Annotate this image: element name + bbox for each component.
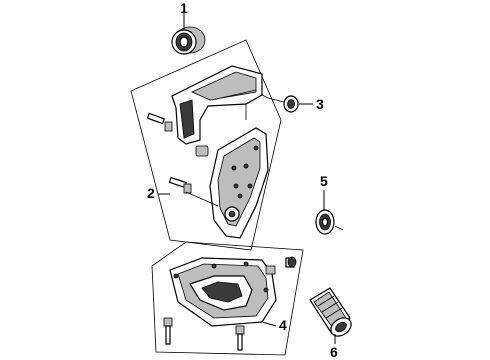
callout-3: 3: [316, 96, 324, 112]
oil-pan: [169, 257, 277, 327]
dowel-pin: [195, 145, 209, 157]
bolt-b-axis: [185, 191, 219, 207]
pan-bolt-b: [235, 325, 245, 351]
callout-6: 6: [330, 344, 338, 360]
group-4-outline: [151, 241, 304, 356]
part-5-seal: [315, 209, 335, 235]
part-1-seal: [171, 22, 206, 55]
pan-bolt-a: [163, 317, 173, 345]
callout-2: 2: [147, 185, 155, 201]
group-2-outline: [130, 39, 282, 251]
callout-1: 1: [180, 0, 188, 16]
oil-pump-body: [171, 65, 269, 145]
bolt-a: [146, 112, 173, 132]
bolt-b: [168, 176, 192, 194]
part-6-oil-filter: [309, 287, 352, 337]
leader-4: [261, 321, 277, 327]
part-3-seal: [283, 95, 299, 113]
callout-4: 4: [279, 317, 287, 333]
drain-plug: [265, 256, 297, 275]
callout-5: 5: [320, 173, 328, 189]
front-cover: [209, 127, 269, 239]
